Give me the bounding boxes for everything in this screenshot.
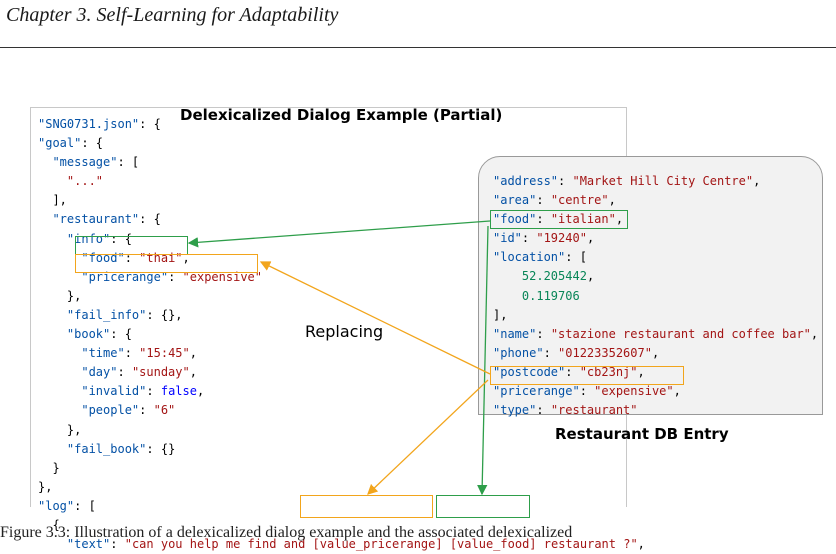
db-code-line: "pricerange": "expensive", (493, 384, 681, 399)
dialog-code-line: "log": [ (38, 498, 96, 513)
dialog-code-line: "..." (66, 174, 104, 189)
dialog-code-line: "time": "15:45", (81, 346, 197, 361)
dialog-code-line: "day": "sunday", (81, 365, 197, 380)
chapter-header: Chapter 3. Self-Learning for Adaptabilit… (6, 4, 339, 26)
dialog-code-line: }, (38, 422, 82, 437)
dialog-code-line: "book": { (66, 327, 132, 342)
db-code-line: "id": "19240", (493, 231, 595, 246)
dialog-code-line: "SNG0731.json": { (38, 117, 161, 131)
db-code-line: "address": "Market Hill City Centre", (493, 174, 761, 188)
dialog-code-line: ], (38, 193, 67, 208)
db-panel-title: Restaurant DB Entry (555, 425, 729, 443)
db-code-line: "name": "stazione restaurant and coffee … (493, 326, 819, 341)
db-pricerange-highlight (490, 366, 684, 385)
dialog-code-line: "goal": { (38, 136, 104, 151)
log-food-placeholder-highlight (436, 495, 530, 518)
db-code-line: "type": "restaurant" (493, 403, 638, 418)
dialog-code-line: { (38, 517, 60, 532)
dialog-code-line: "pricerange": "expensive" (81, 269, 262, 284)
dialog-code-line: "people": "6" (81, 403, 176, 418)
log-pricerange-placeholder-highlight (300, 495, 433, 518)
pricerange-arrow-to-goal (259, 261, 491, 375)
db-code-line: 0.119706 (521, 288, 580, 303)
food-arrow-to-goal (187, 220, 491, 248)
db-food-highlight (490, 210, 628, 229)
db-entry-panel (478, 156, 823, 415)
dialog-panel-title: Delexicalized Dialog Example (Partial) (180, 106, 503, 124)
pricerange-arrow-to-log (367, 379, 489, 495)
replacing-label: Replacing (305, 322, 384, 341)
dialog-code-line: }, (38, 479, 53, 494)
dialog-code-line: } (38, 460, 60, 475)
dialog-code-line: }, (38, 288, 82, 303)
dialog-code-line: "fail_info": {}, (66, 307, 183, 322)
dialog-code-line: "restaurant": { (52, 212, 161, 227)
dialog-code-line: "fail_book": {} (66, 441, 176, 456)
dialog-code-line: "invalid": false, (81, 384, 205, 399)
db-code-line: "postcode": "cb23nj", (493, 364, 645, 379)
dialog-pricerange-highlight (75, 254, 258, 273)
db-code-line: "location": [ (493, 250, 587, 265)
db-entry-json-code: "address": "Market Hill City Centre", "ar… (493, 172, 818, 420)
dialog-code-line: "info": { (66, 231, 132, 246)
dialog-code-line: "message": [ (52, 155, 140, 170)
figure-caption: Figure 3.3: Illustration of a delexicali… (0, 524, 573, 541)
db-code-line: "phone": "01223352607", (493, 345, 660, 360)
db-code-line: "food": "italian", (493, 212, 624, 227)
food-arrow-to-log (477, 225, 489, 496)
db-code-line: ], (493, 307, 508, 322)
db-code-line: "area": "centre", (493, 193, 616, 208)
header-rule (0, 47, 836, 48)
replacement-arrows (187, 220, 491, 496)
db-code-line: 52.205442, (521, 269, 595, 284)
